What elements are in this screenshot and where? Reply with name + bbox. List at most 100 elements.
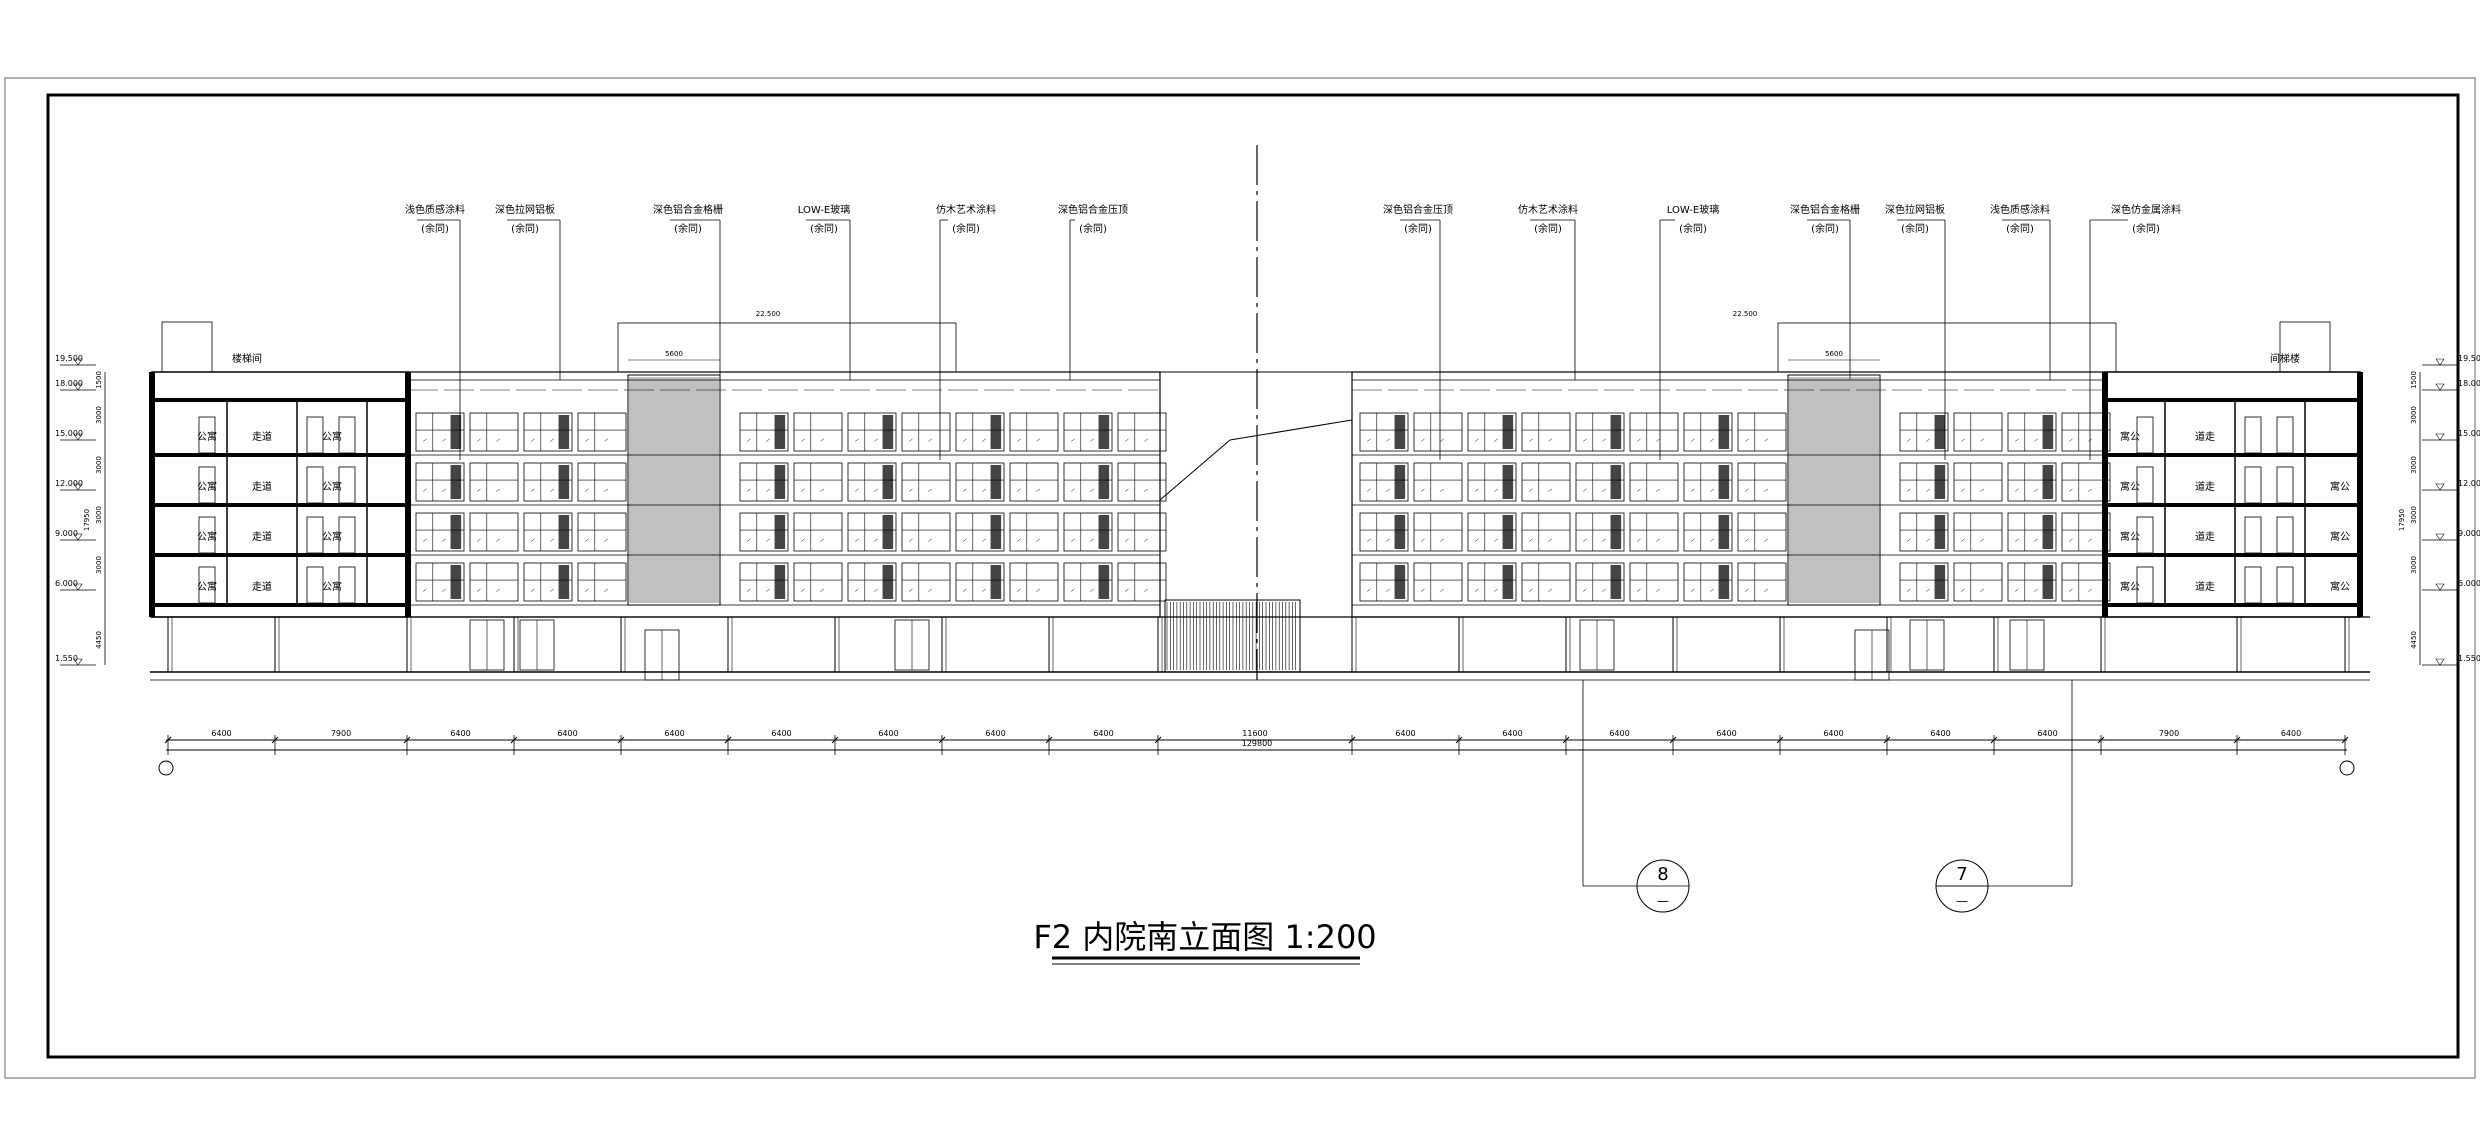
dimension-span-label: 6400 [2037, 729, 2057, 738]
total-height-label: 17950 [83, 509, 91, 531]
glazing-mark [982, 538, 986, 542]
glazing-mark [442, 438, 446, 442]
door [306, 516, 324, 554]
floor-height-label: 4450 [2410, 631, 2418, 649]
glazing-mark [1637, 438, 1641, 442]
glazing-mark [1583, 588, 1587, 592]
glazing-mark [1386, 488, 1390, 492]
glazing-mark [1637, 488, 1641, 492]
material-note: (余同) [1534, 222, 1562, 235]
dark-panel [1394, 415, 1406, 449]
glazing-mark [531, 538, 535, 542]
material-note: (余同) [1079, 222, 1107, 235]
roof-parapet [1777, 322, 2117, 373]
window-frame [1117, 412, 1167, 452]
dark-panel [882, 465, 894, 499]
glazing-mark [531, 438, 535, 442]
glazing-mark [1926, 538, 1930, 542]
glazing-mark [1017, 588, 1021, 592]
glazing-mark [1637, 588, 1641, 592]
window-frame [1899, 462, 1949, 502]
window-frame [901, 412, 951, 452]
dark-panel [1934, 465, 1946, 499]
window-frame [1953, 412, 2003, 452]
dimension-span-label: 6400 [878, 729, 898, 738]
glazing-mark [1440, 438, 1444, 442]
glazing-mark [1691, 538, 1695, 542]
door [2244, 416, 2262, 454]
window-frame [2007, 462, 2057, 502]
floor-height-label: 3000 [95, 556, 103, 574]
window-frame [2061, 512, 2111, 552]
elevation-triangle [73, 383, 83, 391]
window-frame [469, 562, 519, 602]
window-frame [469, 512, 519, 552]
glazing-mark [1036, 538, 1040, 542]
dimension-slash [403, 736, 411, 744]
glazing-mark [1907, 538, 1911, 542]
window-frame [793, 462, 843, 502]
dimension-span-label: 6400 [1716, 729, 1736, 738]
glazing-mark [1036, 438, 1040, 442]
glazing-mark [766, 488, 770, 492]
window-frame [1521, 512, 1571, 552]
callout-ref: — [1657, 894, 1669, 908]
dark-panel [558, 515, 570, 549]
glazing-mark [496, 438, 500, 442]
glazing-mark [2069, 538, 2073, 542]
window-frame [1413, 462, 1463, 502]
room-label: 公寓 [197, 580, 217, 593]
window-frame [1629, 562, 1679, 602]
glazing-mark [550, 538, 554, 542]
dimension-slash [938, 736, 946, 744]
elevation-value: 19.500 [55, 354, 83, 363]
window-frame [1063, 512, 1113, 552]
window-frame [2007, 412, 2057, 452]
floor-height-label: 4450 [95, 631, 103, 649]
glazing-mark [1071, 538, 1075, 542]
glazing-mark [496, 538, 500, 542]
glazing-mark [1367, 438, 1371, 442]
material-note: (余同) [511, 222, 539, 235]
dark-panel [1718, 515, 1730, 549]
window-frame [901, 562, 951, 602]
glazing-mark [1656, 438, 1660, 442]
glazing-mark [1583, 438, 1587, 442]
material-note: (余同) [674, 222, 702, 235]
glazing-mark [531, 588, 535, 592]
window-frame [523, 412, 573, 452]
glazing-mark [585, 438, 589, 442]
glazing-mark [1494, 538, 1498, 542]
floor-height-label: 3000 [95, 456, 103, 474]
dimension-slash [1669, 736, 1677, 744]
dimension-span-label: 6400 [557, 729, 577, 738]
section-wall [2357, 372, 2363, 617]
room-label: 道走 [2195, 530, 2215, 543]
material-note: (余同) [952, 222, 980, 235]
room-label: 道走 [2195, 580, 2215, 593]
glazing-mark [1710, 488, 1714, 492]
dimension-slash [1883, 736, 1891, 744]
glazing-mark [1421, 438, 1425, 442]
window-frame [1737, 512, 1787, 552]
glazing-mark [928, 538, 932, 542]
room-label: 寓公 [2120, 480, 2140, 493]
glazing-mark [1090, 588, 1094, 592]
glazing-mark [585, 588, 589, 592]
dark-panel [882, 515, 894, 549]
glazing-mark [1367, 488, 1371, 492]
glazing-mark [1529, 438, 1533, 442]
elevation-value: 12.000 [55, 479, 83, 488]
glazing-mark [1475, 538, 1479, 542]
stair-tower [2279, 321, 2331, 373]
window-frame [1117, 512, 1167, 552]
elevation-value: 1.550 [2458, 654, 2480, 663]
glazing-mark [1926, 588, 1930, 592]
material-note: (余同) [1679, 222, 1707, 235]
glazing-mark [2069, 438, 2073, 442]
glazing-mark [604, 538, 608, 542]
glazing-mark [747, 588, 751, 592]
dimension-slash [617, 736, 625, 744]
glazing-mark [1071, 488, 1075, 492]
glazing-mark [1656, 538, 1660, 542]
